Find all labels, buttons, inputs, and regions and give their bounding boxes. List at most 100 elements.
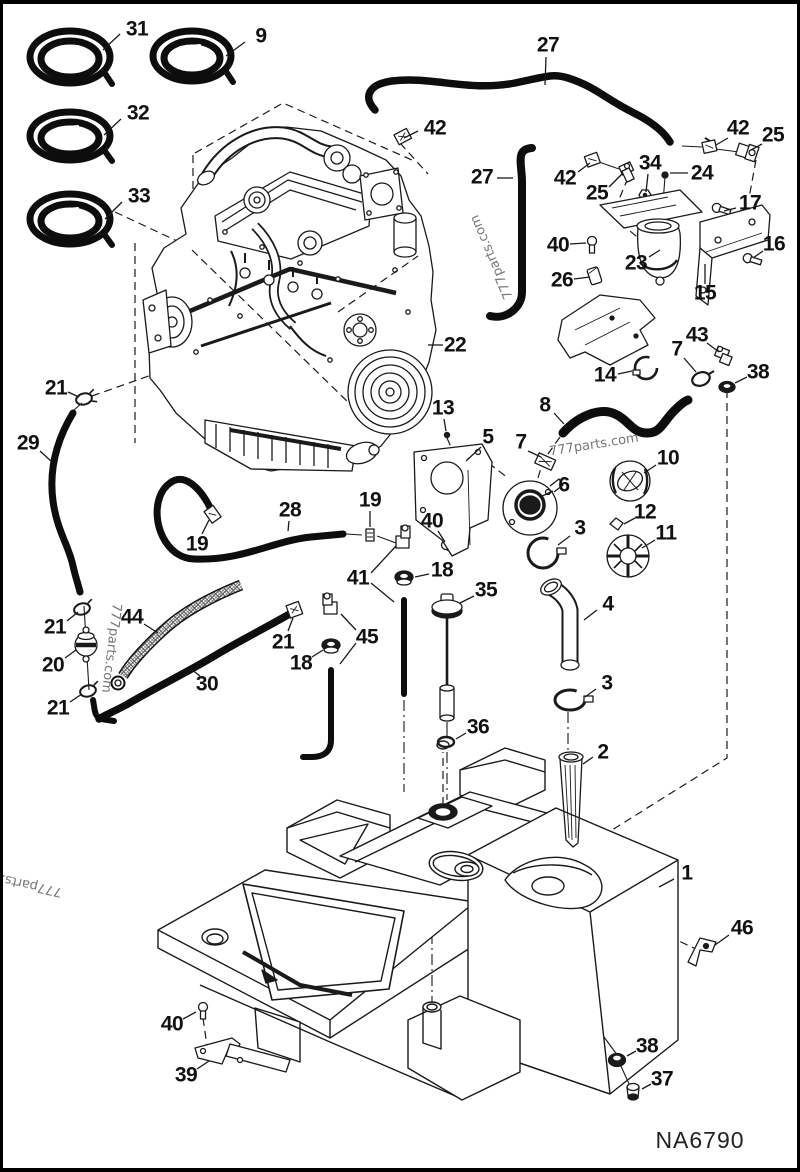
hoses — [48, 72, 693, 760]
callout-42: 42 — [726, 116, 750, 140]
inline-filter-20 — [74, 626, 98, 663]
callout-39: 39 — [174, 1063, 198, 1087]
coil-hose-32 — [26, 108, 115, 164]
callout-40: 40 — [160, 1012, 184, 1036]
clip-12 — [609, 517, 624, 531]
callout-11: 11 — [655, 521, 677, 545]
callout-2: 2 — [597, 740, 609, 764]
o-ring-36 — [436, 735, 456, 749]
callout-21: 21 — [46, 696, 70, 720]
callout-13: 13 — [431, 396, 455, 420]
bracket-15 — [695, 204, 771, 306]
callout-9: 9 — [255, 24, 267, 48]
hose-28 — [153, 475, 347, 563]
plate-5 — [413, 443, 493, 557]
callout-35: 35 — [474, 578, 498, 602]
callout-7: 7 — [671, 337, 683, 361]
callout-21: 21 — [44, 376, 68, 400]
callout-40: 40 — [546, 233, 570, 257]
callout-42: 42 — [553, 166, 577, 190]
callout-5: 5 — [482, 425, 494, 449]
callout-43: 43 — [685, 323, 709, 347]
callout-37: 37 — [650, 1067, 674, 1091]
callout-36: 36 — [466, 715, 490, 739]
callout-3: 3 — [574, 516, 586, 540]
fitting-25c — [618, 161, 635, 183]
callout-25: 25 — [761, 123, 785, 147]
hose-29 — [48, 409, 84, 596]
callout-31: 31 — [125, 17, 149, 41]
fitting-19a — [203, 504, 222, 524]
clamp-21a — [75, 388, 98, 406]
braided-hose-44 — [110, 579, 244, 691]
callout-27: 27 — [470, 165, 494, 189]
callout-28: 28 — [278, 498, 302, 522]
filter-23 — [599, 189, 703, 286]
hose-8 — [558, 395, 693, 438]
grommet-18a — [394, 570, 414, 586]
callout-4: 4 — [602, 592, 614, 616]
callout-1: 1 — [681, 861, 693, 885]
callout-38: 38 — [746, 360, 770, 384]
engine-illustration — [142, 126, 437, 472]
callout-23: 23 — [624, 251, 648, 275]
engine-section-lines — [191, 249, 419, 405]
cap-11 — [606, 534, 650, 578]
callout-33: 33 — [127, 184, 151, 208]
callout-34: 34 — [638, 151, 662, 175]
callout-10: 10 — [656, 446, 680, 470]
callout-40: 40 — [420, 509, 444, 533]
callout-26: 26 — [550, 268, 574, 292]
stud-24 — [661, 171, 669, 179]
clamp-42b — [701, 137, 718, 154]
hose-27-upper — [365, 72, 674, 146]
bracket-46 — [687, 937, 717, 967]
heat-shield — [557, 294, 656, 366]
callout-21: 21 — [271, 630, 295, 654]
callout-45: 45 — [355, 625, 379, 649]
callout-15: 15 — [693, 281, 717, 305]
callout-16: 16 — [762, 232, 786, 256]
ring-14 — [632, 355, 659, 381]
callout-42: 42 — [423, 116, 447, 140]
clamp-21c — [79, 680, 99, 698]
bracket-39 — [194, 1037, 291, 1073]
callout-46: 46 — [730, 916, 754, 940]
callout-19: 19 — [185, 532, 209, 556]
hose-30 — [95, 608, 297, 723]
callout-38: 38 — [635, 1034, 659, 1058]
callout-41: 41 — [346, 566, 370, 590]
nut-38a — [718, 380, 736, 394]
callout-6: 6 — [558, 473, 570, 497]
callout-32: 32 — [126, 101, 150, 125]
callout-27: 27 — [536, 33, 560, 57]
callout-18: 18 — [289, 651, 313, 675]
callout-21: 21 — [43, 615, 67, 639]
grommet-18b — [321, 638, 341, 654]
elbow-45 — [322, 592, 338, 615]
callout-12: 12 — [633, 500, 657, 524]
drawing-number: NA6790 — [655, 1127, 745, 1153]
callout-20: 20 — [41, 653, 65, 677]
filler-tube-4 — [540, 578, 580, 671]
bolt-40c — [197, 1001, 209, 1020]
callout-29: 29 — [16, 431, 40, 455]
gasket-dot-13 — [443, 431, 451, 439]
callout-30: 30 — [195, 672, 219, 696]
callout-17: 17 — [738, 191, 762, 215]
callout-8: 8 — [539, 393, 551, 417]
grommet-38b — [607, 1052, 627, 1068]
callout-7: 7 — [515, 430, 527, 454]
fitting-19b — [365, 528, 375, 542]
callout-14: 14 — [593, 363, 617, 387]
callout-3: 3 — [601, 671, 613, 695]
elbow-41 — [395, 524, 411, 549]
fuel-tank-illustration — [157, 740, 679, 1101]
hose-45-tube — [300, 667, 334, 760]
clamp-3a — [526, 536, 567, 570]
clamp-21d — [285, 600, 304, 619]
callout-18: 18 — [430, 558, 454, 582]
clamp-21b — [73, 598, 93, 616]
